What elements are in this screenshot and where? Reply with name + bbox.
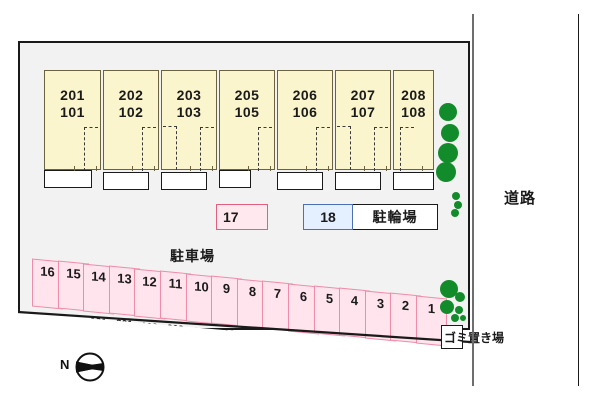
unit-partition-dashed	[337, 126, 351, 170]
unit-partition-dashed	[142, 127, 156, 171]
road-label: 道路	[504, 189, 537, 207]
unit-partition-dashed	[163, 126, 177, 170]
building-base-tick	[74, 166, 75, 171]
unit-lower-number: 101	[60, 104, 85, 120]
unit-partition-dashed	[316, 127, 330, 171]
shrub-icon	[438, 143, 458, 163]
shrub-icon	[440, 280, 458, 298]
unit-upper-number: 208	[401, 87, 426, 103]
unit-upper-number: 205	[234, 87, 260, 103]
building-base-tick	[96, 166, 97, 171]
shrub-icon	[460, 315, 466, 321]
building-base-tick	[248, 166, 249, 171]
shrub-icon	[436, 162, 456, 182]
shrub-icon	[451, 314, 459, 322]
entrance-stoop	[277, 172, 323, 190]
unit-partition-dashed	[374, 127, 388, 171]
parking-box-17-label: 17	[223, 209, 239, 225]
building-base-tick	[422, 166, 423, 171]
compass-north-letter: N	[60, 357, 70, 372]
building-base-tick	[306, 166, 307, 171]
entrance-stoop	[161, 172, 207, 190]
entrance-stoop	[219, 170, 251, 188]
unit-partition-dashed	[400, 127, 414, 171]
unit-upper-number: 206	[292, 87, 318, 103]
unit-lower-number: 102	[118, 104, 144, 120]
parking-box-18[interactable]: 18	[303, 204, 353, 230]
unit-lower-number: 105	[234, 104, 260, 120]
shrub-icon	[452, 192, 460, 200]
building-base-tick	[364, 166, 365, 171]
road-right-edge	[578, 14, 579, 386]
plot-bottom-edge	[18, 310, 470, 343]
bicycle-parking-label: 駐輪場	[372, 210, 418, 226]
building-base-tick	[212, 166, 213, 171]
parking-lot-title: 駐車場	[170, 249, 215, 265]
unit-lower-number: 107	[350, 104, 376, 120]
shrub-icon	[455, 292, 465, 302]
building-base-tick	[328, 166, 329, 171]
building-base-tick	[132, 166, 133, 171]
building-base-tick	[386, 166, 387, 171]
parking-box-18-label: 18	[320, 209, 336, 225]
unit-partition-dashed	[200, 127, 214, 171]
entrance-stoop	[393, 172, 434, 190]
unit-upper-number: 203	[176, 87, 202, 103]
entrance-stoop	[103, 172, 149, 190]
garbage-area-label: ゴミ置き場	[444, 331, 505, 345]
unit-partition-dashed	[258, 127, 272, 171]
shrub-icon	[441, 124, 459, 142]
parking-box-17[interactable]: 17	[216, 204, 268, 230]
bicycle-parking-area[interactable]: 駐輪場	[353, 204, 438, 230]
building-base-tick	[154, 166, 155, 171]
entrance-stoop	[44, 170, 92, 188]
shrub-icon	[440, 300, 454, 314]
building-base-tick	[190, 166, 191, 171]
unit-lower-number: 103	[176, 104, 202, 120]
garbage-area-box[interactable]	[441, 325, 463, 349]
shrub-icon	[455, 306, 463, 314]
unit-lower-number: 106	[292, 104, 318, 120]
shrub-icon	[451, 209, 459, 217]
unit-upper-number: 201	[60, 87, 85, 103]
road-left-edge	[472, 14, 474, 386]
shrub-icon	[454, 201, 462, 209]
compass-needle-icon	[75, 352, 105, 382]
shrub-icon	[439, 103, 457, 121]
entrance-stoop	[335, 172, 381, 190]
unit-upper-number: 207	[350, 87, 376, 103]
unit-upper-number: 202	[118, 87, 144, 103]
compass-rose: N	[60, 352, 106, 382]
unit-lower-number: 108	[401, 104, 426, 120]
building-base-tick	[270, 166, 271, 171]
unit-partition-dashed	[84, 127, 98, 171]
